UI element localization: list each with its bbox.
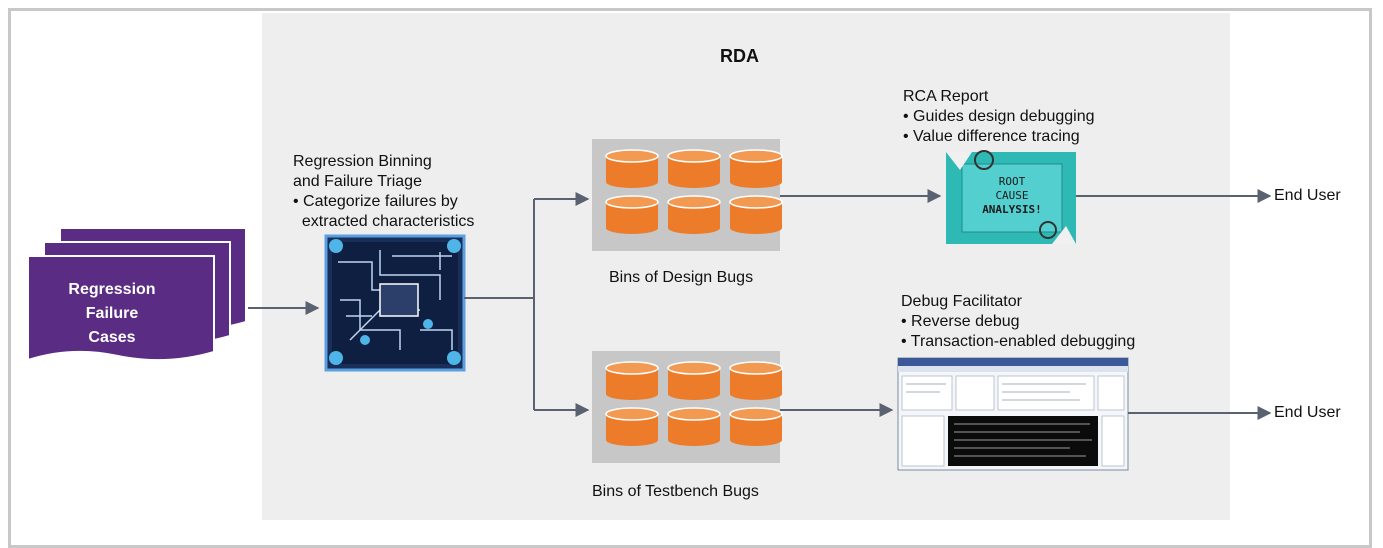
- debug-line: Debug Facilitator: [901, 293, 1022, 310]
- debug-line: • Reverse debug: [901, 313, 1020, 330]
- rca-image-text-line: ANALYSIS!: [982, 203, 1042, 216]
- rca-image-text-line: CAUSE: [995, 189, 1028, 202]
- flow-arrows: [248, 189, 1272, 420]
- binning-description: Regression Binning and Failure Triage • …: [293, 152, 474, 232]
- design-bugs-label: Bins of Design Bugs: [609, 269, 754, 286]
- binning-line: extracted characteristics: [293, 213, 475, 230]
- circuit-board-image: [324, 234, 466, 372]
- binning-line: • Categorize failures by: [293, 193, 458, 210]
- binning-line: and Failure Triage: [293, 173, 422, 190]
- debug-line: • Transaction-enabled debugging: [901, 333, 1136, 350]
- rca-line: • Value difference tracing: [903, 128, 1080, 145]
- failure-cases-line: Regression: [68, 281, 156, 298]
- rca-description: RCA Report • Guides design debugging • V…: [903, 87, 1095, 147]
- debugger-screenshot-image: [897, 357, 1129, 471]
- rca-line: • Guides design debugging: [903, 108, 1095, 125]
- failure-cases-stack: [27, 227, 247, 362]
- rca-line: RCA Report: [903, 88, 989, 105]
- doc-front: [27, 255, 215, 362]
- rca-image-text-line: ROOT: [999, 175, 1026, 188]
- failure-cases-line: Cases: [88, 329, 136, 346]
- failure-cases-label: Regression Failure Cases: [42, 278, 182, 350]
- end-user-label: End User: [1274, 404, 1341, 421]
- binning-line: Regression Binning: [293, 153, 432, 170]
- testbench-bugs-label: Bins of Testbench Bugs: [592, 483, 759, 500]
- rda-title: RDA: [720, 46, 759, 66]
- failure-cases-line: Failure: [85, 305, 139, 322]
- end-user-label: End User: [1274, 187, 1341, 204]
- root-cause-analysis-image: ROOT CAUSE ANALYSIS!: [946, 150, 1076, 244]
- debug-description: Debug Facilitator • Reverse debug • Tran…: [901, 292, 1135, 352]
